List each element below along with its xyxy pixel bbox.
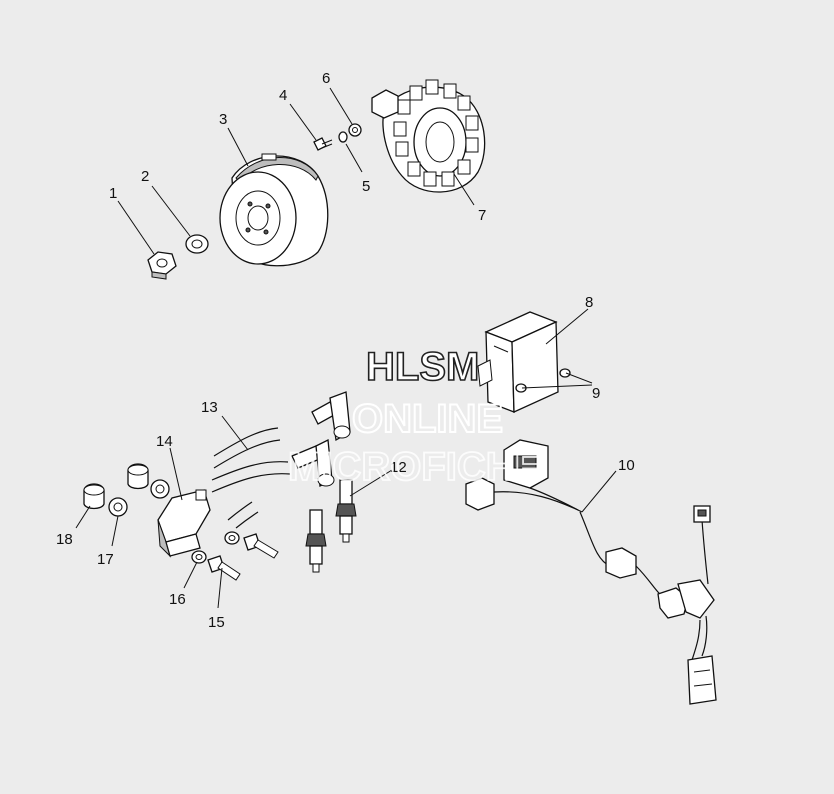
part-4-bolt[interactable] — [313, 137, 333, 151]
callout-10: 10 — [618, 457, 635, 474]
part-10-wire-harness[interactable] — [465, 439, 717, 705]
part-15-bolts[interactable] — [207, 533, 279, 581]
part-2-washer[interactable] — [185, 234, 209, 254]
watermark-line-1: HLSM — [366, 345, 479, 389]
callout-8: 8 — [585, 294, 593, 311]
watermark-line-2: ONLINE — [352, 397, 503, 441]
part-6-washer[interactable] — [348, 123, 362, 137]
callout-6: 6 — [322, 70, 330, 87]
part-5-lock-washer[interactable] — [338, 131, 348, 143]
callout-9: 9 — [592, 385, 600, 402]
callout-12: 12 — [390, 459, 407, 476]
part-14-ignition-coil[interactable] — [157, 489, 211, 558]
callout-17: 17 — [97, 551, 114, 568]
callout-18: 18 — [56, 531, 73, 548]
part-3-flywheel[interactable] — [219, 153, 329, 267]
callout-14: 14 — [156, 433, 173, 450]
watermark-line-3: MICROFICHE — [288, 445, 541, 489]
callout-labels: 1 2 3 4 5 6 7 8 9 10 12 13 14 15 16 17 1… — [56, 70, 635, 631]
callout-2: 2 — [141, 168, 149, 185]
callout-13: 13 — [201, 399, 218, 416]
part-13-spark-plug-caps[interactable] — [211, 391, 351, 529]
callout-5: 5 — [362, 178, 370, 195]
part-1-hex-nut[interactable] — [147, 251, 177, 280]
callout-15: 15 — [208, 614, 225, 631]
part-16-lock-washers[interactable] — [191, 531, 240, 564]
callout-1: 1 — [109, 185, 117, 202]
callout-3: 3 — [219, 111, 227, 128]
part-12-spark-plugs[interactable] — [305, 479, 357, 573]
part-7-stator[interactable] — [371, 79, 486, 193]
callout-4: 4 — [279, 87, 287, 104]
watermark: HLSM ONLINE MICROFICHE — [287, 344, 542, 490]
callout-7: 7 — [478, 207, 486, 224]
leader-lines — [75, 87, 617, 609]
part-18-grommets[interactable] — [83, 463, 149, 510]
callout-16: 16 — [169, 591, 186, 608]
